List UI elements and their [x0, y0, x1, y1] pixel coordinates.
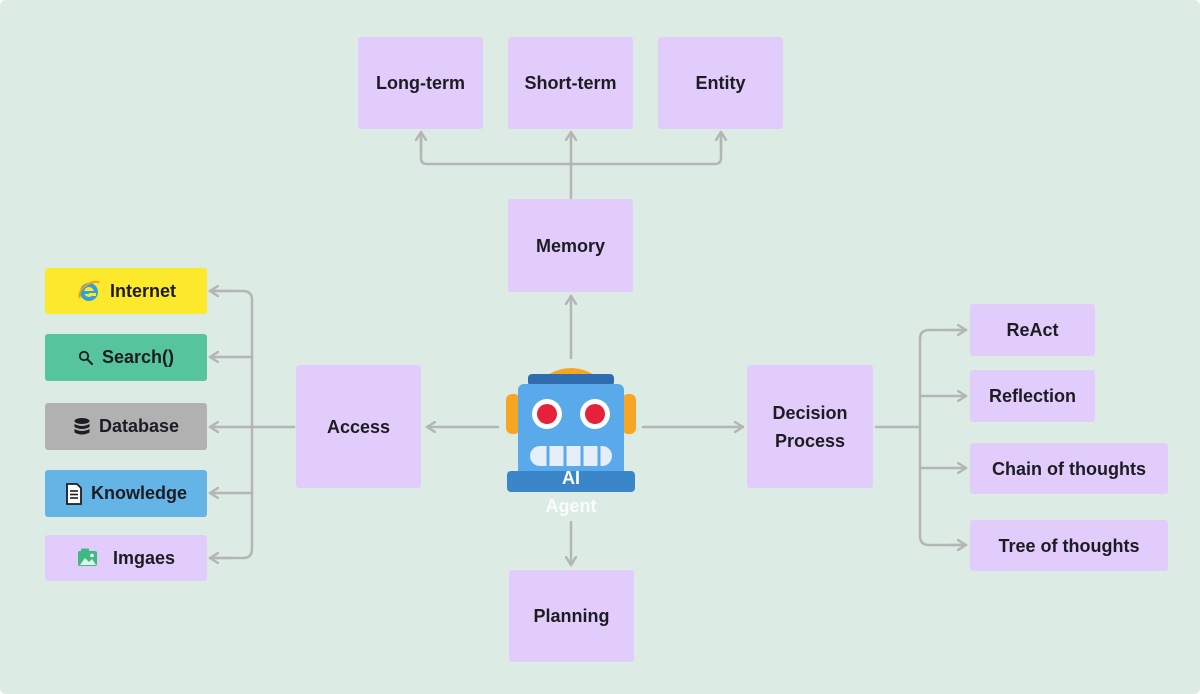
robot-ear-left: [506, 394, 520, 434]
node-label-line1: Decision: [772, 402, 848, 423]
magnifier-icon: [78, 350, 94, 366]
database-icon: [73, 417, 91, 437]
node-label: Memory: [535, 235, 606, 256]
tool-label: Knowledge: [90, 483, 187, 503]
node-label: Planning: [533, 606, 610, 626]
node-label: Short-term: [524, 73, 617, 93]
tool-label: Imgaes: [112, 547, 176, 568]
node-label-line2: Process: [774, 430, 846, 451]
node-label: Tree of thoughts: [998, 535, 1140, 556]
node-label: ReAct: [1006, 320, 1059, 340]
tool-search: Search(): [45, 334, 207, 381]
method-react: ReAct: [970, 304, 1095, 356]
planning-node: Planning: [509, 570, 634, 662]
tool-label: Database: [98, 416, 180, 436]
memory-type-short-term: Short-term: [508, 37, 633, 129]
tool-internet: Internet: [45, 268, 207, 314]
memory-type-long-term: Long-term: [358, 37, 483, 129]
memory-node: Memory: [508, 199, 633, 292]
robot-label-agent: Agent: [545, 496, 597, 516]
robot-label-ai: AI: [562, 468, 580, 488]
tool-images: Imgaes: [45, 535, 207, 581]
method-reflection: Reflection: [970, 370, 1095, 422]
method-tree-of-thoughts: Tree of thoughts: [970, 520, 1168, 571]
memory-type-entity: Entity: [658, 37, 783, 129]
robot-eye-right-pupil: [585, 404, 605, 424]
robot-ear-right: [622, 394, 636, 434]
tool-label: Internet: [109, 280, 176, 301]
document-icon: [65, 482, 83, 505]
robot-icon: [506, 368, 636, 492]
robot-base: [507, 471, 635, 492]
robot-head-top: [528, 374, 614, 386]
node-label: Access: [326, 416, 391, 437]
tool-database: Database: [45, 403, 207, 450]
robot-mouth: [530, 446, 612, 466]
access-node: Access: [296, 365, 421, 488]
node-label: Chain of thoughts: [992, 458, 1146, 479]
arrow-methods-spine: [918, 328, 968, 547]
robot-eye-left-pupil: [537, 404, 557, 424]
node-label: Reflection: [988, 386, 1076, 406]
tool-knowledge: Knowledge: [45, 470, 207, 517]
node-label: Long-term: [376, 73, 465, 93]
tool-label: Search(): [101, 347, 175, 367]
node-label: Entity: [695, 73, 746, 93]
ai-agent-robot: AI Agent: [504, 360, 638, 520]
image-icon: [77, 548, 99, 568]
method-chain-of-thoughts: Chain of thoughts: [970, 443, 1168, 494]
internet-explorer-icon: [76, 278, 102, 304]
decision-process-node: Decision Process: [747, 365, 873, 488]
arrow-tools-spine: [208, 289, 254, 560]
